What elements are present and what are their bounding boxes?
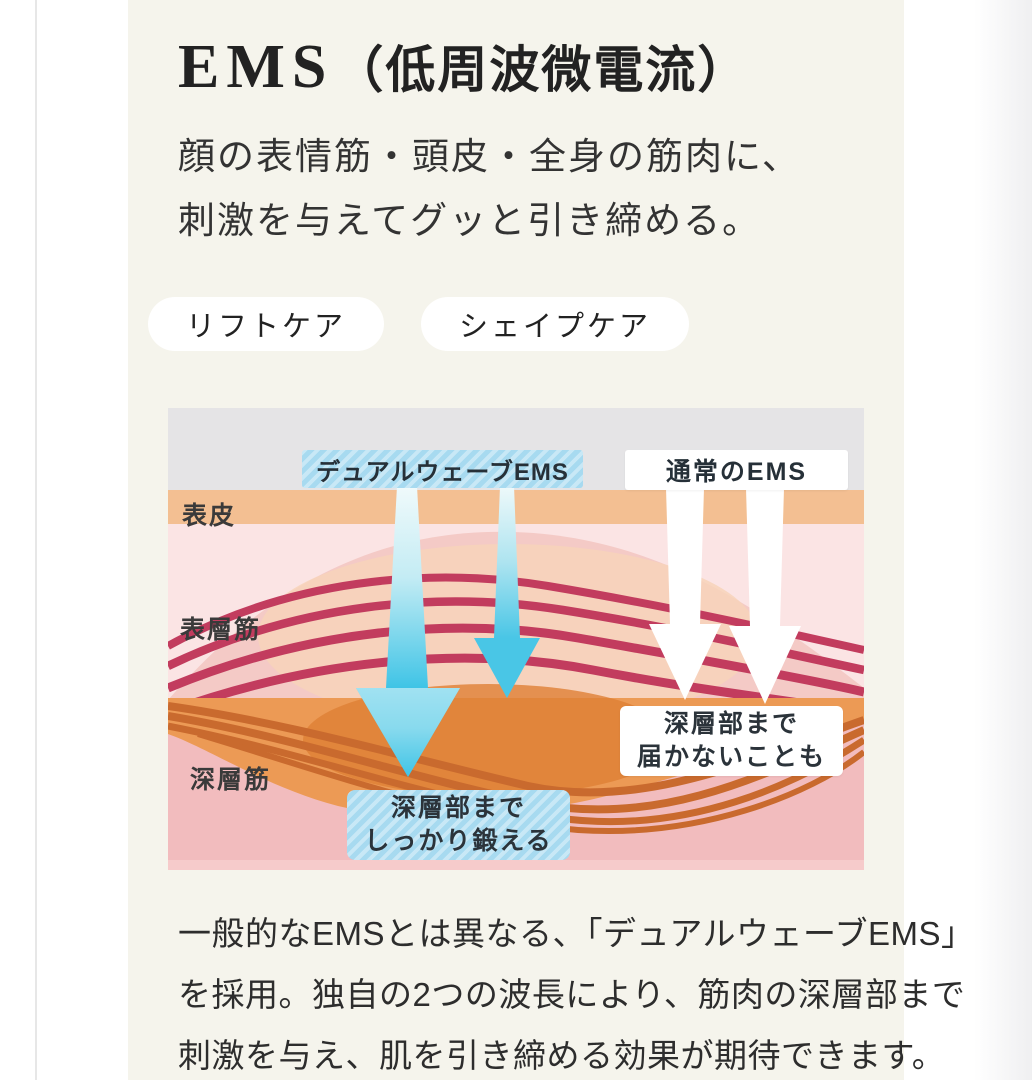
page-right-shadow — [974, 0, 1032, 1080]
label-surface-muscle: 表層筋 — [180, 616, 262, 644]
lede-line-1: 顔の表情筋・頭皮・全身の筋肉に、 — [178, 137, 801, 178]
content-panel: EMS（低周波微電流） 顔の表情筋・頭皮・全身の筋肉に、 刺激を与えてグッと引き… — [128, 0, 974, 1080]
callout-dual-result: 深層部まで しっかり鍛える — [347, 790, 570, 860]
lede-line-2: 刺激を与えてグッと引き締める。 — [178, 201, 762, 242]
normal-ems-arrows-icon — [649, 488, 801, 704]
dual-wave-long-arrow-icon — [356, 486, 460, 777]
callout-normal-line-2: 届かないことも — [636, 743, 826, 771]
callout-normal-line-1: 深層部まで — [663, 710, 799, 738]
description-line-3: 刺激を与え、肌を引き締める効果が期待できます。 — [178, 1037, 946, 1074]
tag-dual-wave-ems: デュアルウェーブEMS — [302, 450, 583, 488]
page-left-divider — [35, 0, 37, 1080]
page-title: EMS（低周波微電流） — [178, 30, 749, 103]
label-deep-muscle: 深層筋 — [190, 766, 272, 794]
callout-dual-line-1: 深層部まで — [390, 794, 526, 822]
callout-normal-result: 深層部まで 届かないことも — [620, 706, 843, 776]
title-paren: （低周波微電流） — [333, 42, 750, 98]
description-line-2: を採用。独自の2つの波長により、筋肉の深層部まで — [178, 976, 966, 1013]
lede-text: 顔の表情筋・頭皮・全身の筋肉に、 刺激を与えてグッと引き締める。 — [178, 126, 801, 254]
badge-lift-care: リフトケア — [148, 297, 385, 351]
ems-diagram: 表皮 表層筋 深層筋 デュアルウェーブEMS 通常のEMS 深層部まで しっかり… — [168, 408, 864, 870]
callout-dual-line-2: しっかり鍛える — [364, 827, 553, 855]
badge-shape-care: シェイプケア — [421, 297, 690, 351]
description-paragraph: 一般的なEMSとは異なる、「デュアルウェーブEMS」 を採用。独自の2つの波長に… — [178, 903, 975, 1086]
description-line-1: 一般的なEMSとは異なる、「デュアルウェーブEMS」 — [178, 915, 975, 952]
label-epidermis: 表皮 — [182, 502, 237, 530]
tag-normal-ems: 通常のEMS — [625, 450, 848, 490]
title-en: EMS — [178, 33, 334, 101]
dual-wave-short-arrow-icon — [474, 486, 540, 698]
care-badges: リフトケア シェイプケア — [148, 297, 690, 351]
